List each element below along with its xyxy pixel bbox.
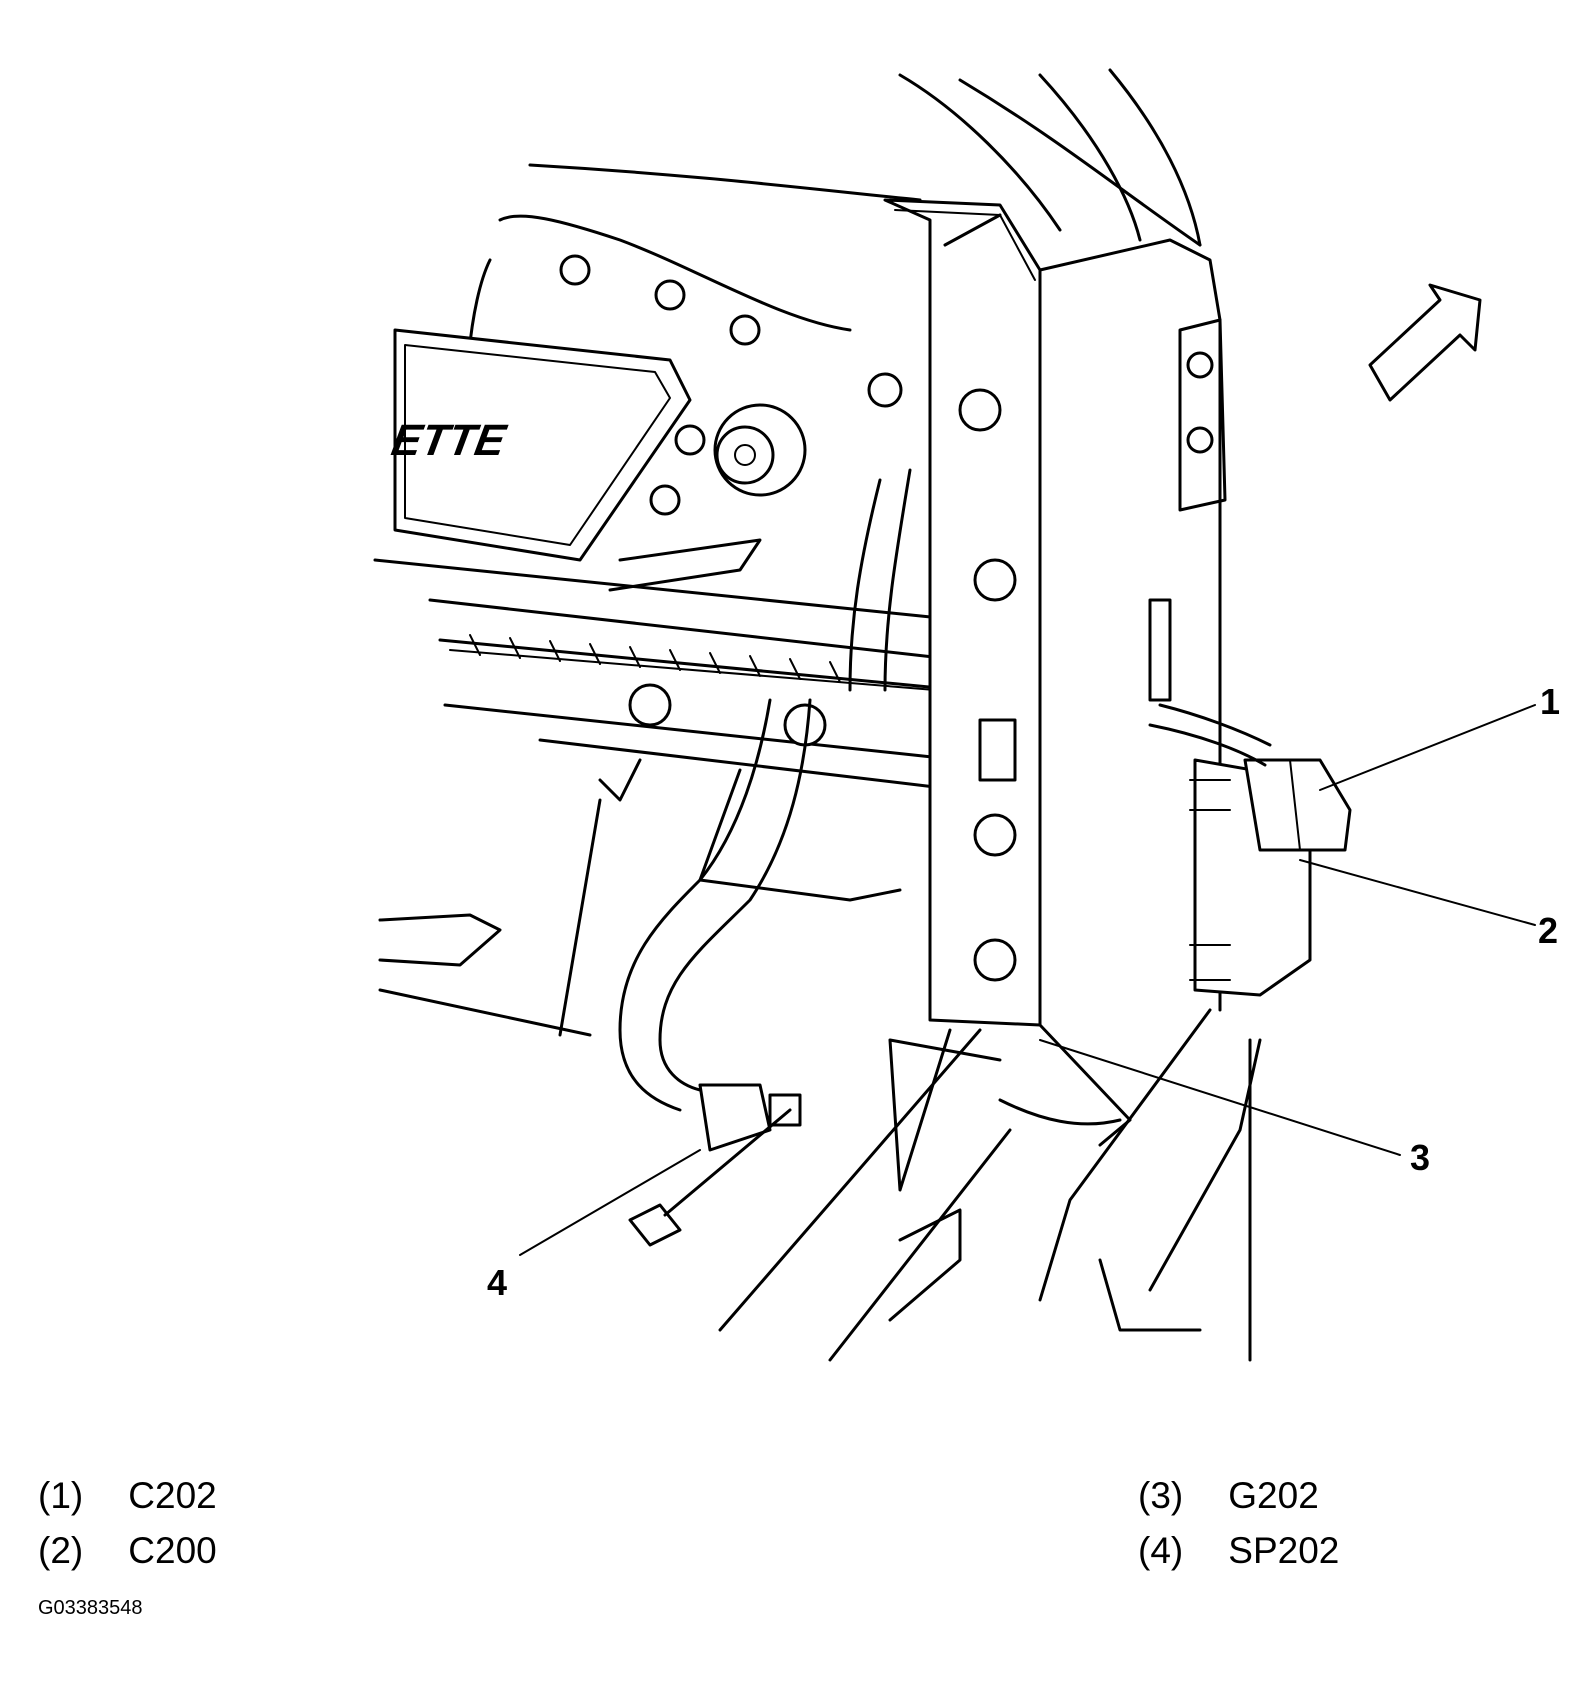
legend-code: C202 (128, 1475, 217, 1516)
legend-code: C200 (128, 1530, 217, 1571)
callout-labels: 1 2 3 4 (487, 681, 1560, 1303)
legend-number: (1) (38, 1475, 84, 1516)
callout-1: 1 (1540, 681, 1560, 722)
legend-number: (2) (38, 1530, 84, 1571)
legend-number: (4) (1138, 1530, 1184, 1571)
callout-leaders (519, 704, 1536, 1256)
callout-4: 4 (487, 1262, 507, 1303)
legend-code: G202 (1228, 1475, 1319, 1516)
legend-code: SP202 (1228, 1530, 1340, 1571)
emblem-text: ETTE (388, 416, 510, 465)
legend-item: (2) C200 (38, 1530, 217, 1572)
body-outline: ETTE (373, 68, 1482, 1362)
legend-number: (3) (1138, 1475, 1184, 1516)
legend-item: (4) SP202 (1138, 1530, 1339, 1572)
callout-2: 2 (1538, 910, 1558, 951)
figure-id: G03383548 (38, 1597, 143, 1619)
legend-item: (1) C202 (38, 1475, 217, 1517)
wiring-diagram: ETTE (373, 68, 1560, 1362)
callout-3: 3 (1410, 1137, 1430, 1178)
legend-item: (3) G202 (1138, 1475, 1319, 1517)
direction-arrow-icon (1368, 283, 1482, 402)
